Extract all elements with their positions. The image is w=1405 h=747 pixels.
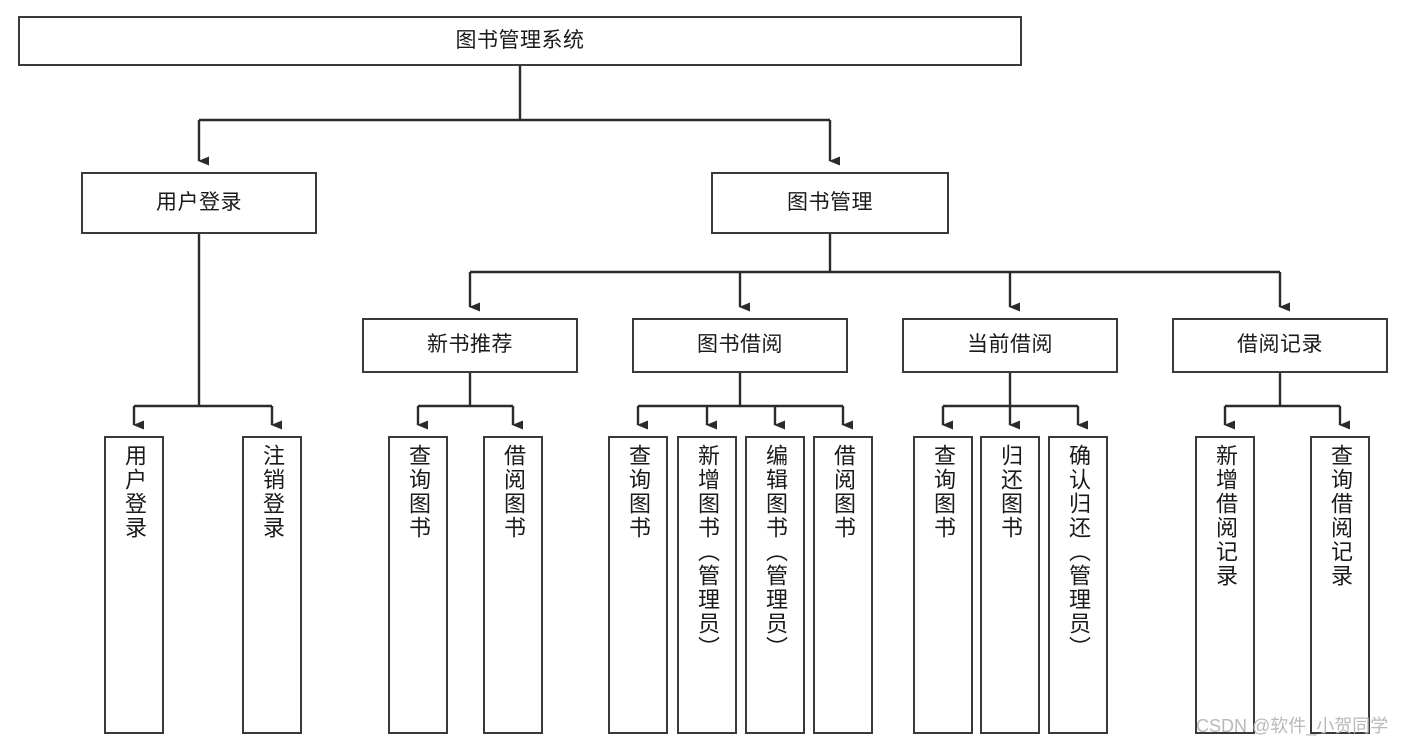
node-leaf-query-book-2[interactable]: 查询图书 <box>608 436 668 734</box>
node-label-borrow-record: 借阅记录 <box>1237 333 1323 357</box>
node-label-new-book-recommend: 新书推荐 <box>427 333 513 357</box>
node-label-leaf-query-borrow-record: 查询借阅记录 <box>1328 444 1353 588</box>
node-leaf-borrow-book-1[interactable]: 借阅图书 <box>483 436 543 734</box>
node-leaf-borrow-book-2[interactable]: 借阅图书 <box>813 436 873 734</box>
node-new-book-recommend[interactable]: 新书推荐 <box>362 318 578 373</box>
node-leaf-return-book[interactable]: 归还图书 <box>980 436 1040 734</box>
node-label-leaf-logout-login: 注销登录 <box>260 444 285 540</box>
node-leaf-edit-book[interactable]: 编辑图书（管理员） <box>745 436 805 734</box>
node-borrow-record[interactable]: 借阅记录 <box>1172 318 1388 373</box>
node-label-leaf-return-book: 归还图书 <box>998 444 1023 540</box>
node-label-current-borrow: 当前借阅 <box>967 333 1053 357</box>
node-leaf-confirm-return[interactable]: 确认归还（管理员） <box>1048 436 1108 734</box>
node-label-leaf-add-borrow-record: 新增借阅记录 <box>1213 444 1238 588</box>
node-root[interactable]: 图书管理系统 <box>18 16 1022 66</box>
node-leaf-query-borrow-record[interactable]: 查询借阅记录 <box>1310 436 1370 734</box>
node-label-leaf-edit-book: 编辑图书（管理员） <box>763 444 788 660</box>
node-book-manage[interactable]: 图书管理 <box>711 172 949 234</box>
node-leaf-add-book[interactable]: 新增图书（管理员） <box>677 436 737 734</box>
node-user-login[interactable]: 用户登录 <box>81 172 317 234</box>
node-book-borrow[interactable]: 图书借阅 <box>632 318 848 373</box>
node-leaf-user-login[interactable]: 用户登录 <box>104 436 164 734</box>
node-leaf-add-borrow-record[interactable]: 新增借阅记录 <box>1195 436 1255 734</box>
node-label-leaf-query-book-2: 查询图书 <box>626 444 651 540</box>
node-label-leaf-confirm-return: 确认归还（管理员） <box>1066 444 1091 660</box>
node-label-book-manage: 图书管理 <box>787 190 873 214</box>
node-leaf-query-book-3[interactable]: 查询图书 <box>913 436 973 734</box>
node-leaf-query-book-1[interactable]: 查询图书 <box>388 436 448 734</box>
node-label-leaf-borrow-book-2: 借阅图书 <box>831 444 856 540</box>
node-label-leaf-query-book-1: 查询图书 <box>406 444 431 540</box>
node-label-user-login: 用户登录 <box>156 190 242 214</box>
node-label-root: 图书管理系统 <box>455 28 585 52</box>
node-label-leaf-add-book: 新增图书（管理员） <box>695 444 720 660</box>
node-label-leaf-borrow-book-1: 借阅图书 <box>501 444 526 540</box>
node-current-borrow[interactable]: 当前借阅 <box>902 318 1118 373</box>
node-label-leaf-query-book-3: 查询图书 <box>931 444 956 540</box>
node-label-leaf-user-login: 用户登录 <box>122 444 147 540</box>
node-leaf-logout-login[interactable]: 注销登录 <box>242 436 302 734</box>
node-label-book-borrow: 图书借阅 <box>697 333 783 357</box>
